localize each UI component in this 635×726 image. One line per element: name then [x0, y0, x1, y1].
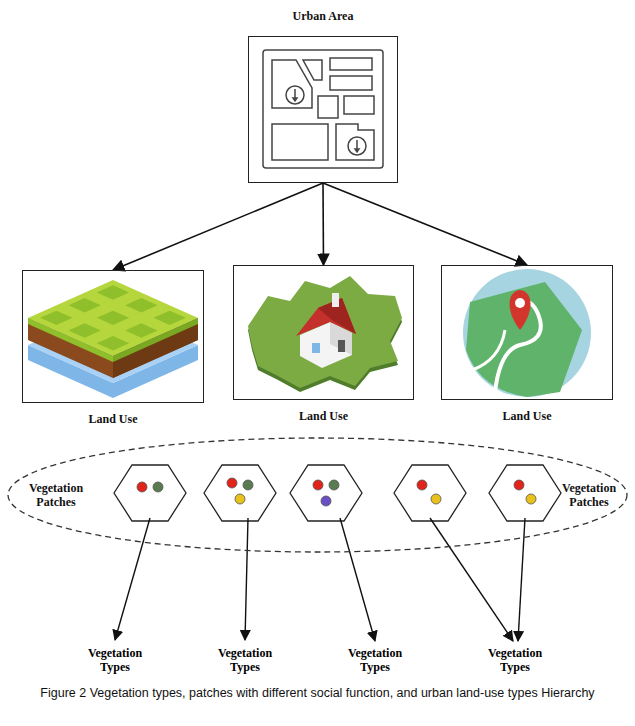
dashed-ellipse — [8, 438, 627, 552]
patch-ellipse: Vegetation Patches Vegetation Patches — [6, 436, 629, 554]
side-label: Vegetation Patches — [20, 481, 92, 510]
ellipse-outline — [6, 436, 629, 554]
vegetation-dot — [514, 480, 524, 490]
box-heading: Land Use — [402, 409, 635, 424]
vegetation-patch-hexagons — [114, 465, 561, 521]
patch-hexagon — [290, 465, 362, 521]
patch-hexagon — [394, 465, 466, 521]
box-heading: Land Use — [0, 412, 243, 427]
vegetation-dot — [313, 480, 323, 490]
location-map — [463, 269, 591, 397]
box-heading: Land Use — [194, 409, 453, 424]
type-label: Vegetation Types — [475, 646, 555, 675]
figure-caption: Figure 2 Vegetation types, patches with … — [20, 686, 615, 702]
type-label: Vegetation Types — [75, 646, 155, 675]
vegetation-dot — [153, 482, 163, 492]
patch-hexagon — [114, 465, 186, 521]
patch-arrows — [115, 518, 525, 641]
field-tile — [97, 311, 129, 325]
box-heading: Urban Area — [209, 9, 437, 24]
patch-hexagon — [204, 465, 276, 521]
field-tile — [97, 285, 129, 299]
image-box: Land Use — [441, 265, 613, 400]
vegetation-dot — [243, 480, 253, 490]
connector-arrow — [113, 183, 323, 270]
image-box: Urban Area — [248, 36, 398, 183]
field-tile — [40, 311, 72, 325]
vegetation-dot — [137, 482, 147, 492]
soil-layers — [28, 280, 198, 398]
field-tile — [97, 336, 129, 350]
house-land — [248, 276, 402, 392]
field-tile — [69, 323, 101, 337]
vegetation-dot — [227, 478, 237, 488]
field-tile — [69, 298, 101, 312]
patch-arrow — [518, 518, 525, 641]
type-label: Vegetation Types — [335, 646, 415, 675]
patch-hexagon — [489, 465, 561, 521]
city-map — [263, 50, 383, 168]
side-label: Vegetation Patches — [553, 481, 625, 510]
vegetation-dot — [235, 494, 245, 504]
patch-arrow — [340, 518, 375, 641]
image-box: Land Use — [233, 265, 414, 400]
vegetation-dot — [431, 494, 441, 504]
connector-arrow — [323, 183, 527, 265]
patch-arrow — [245, 518, 248, 640]
type-label: Vegetation Types — [205, 646, 285, 675]
field-tiles — [40, 285, 186, 350]
vegetation-dot — [417, 480, 427, 490]
vegetation-dot — [329, 480, 339, 490]
vegetation-dot — [526, 494, 536, 504]
patch-arrow — [115, 518, 150, 640]
patch-arrow — [430, 518, 513, 641]
field-tile — [125, 298, 157, 312]
connector-arrow — [322, 183, 324, 265]
image-box: Land Use — [22, 270, 204, 403]
vegetation-dot — [321, 496, 331, 506]
field-tile — [154, 311, 186, 325]
field-tile — [125, 323, 157, 337]
